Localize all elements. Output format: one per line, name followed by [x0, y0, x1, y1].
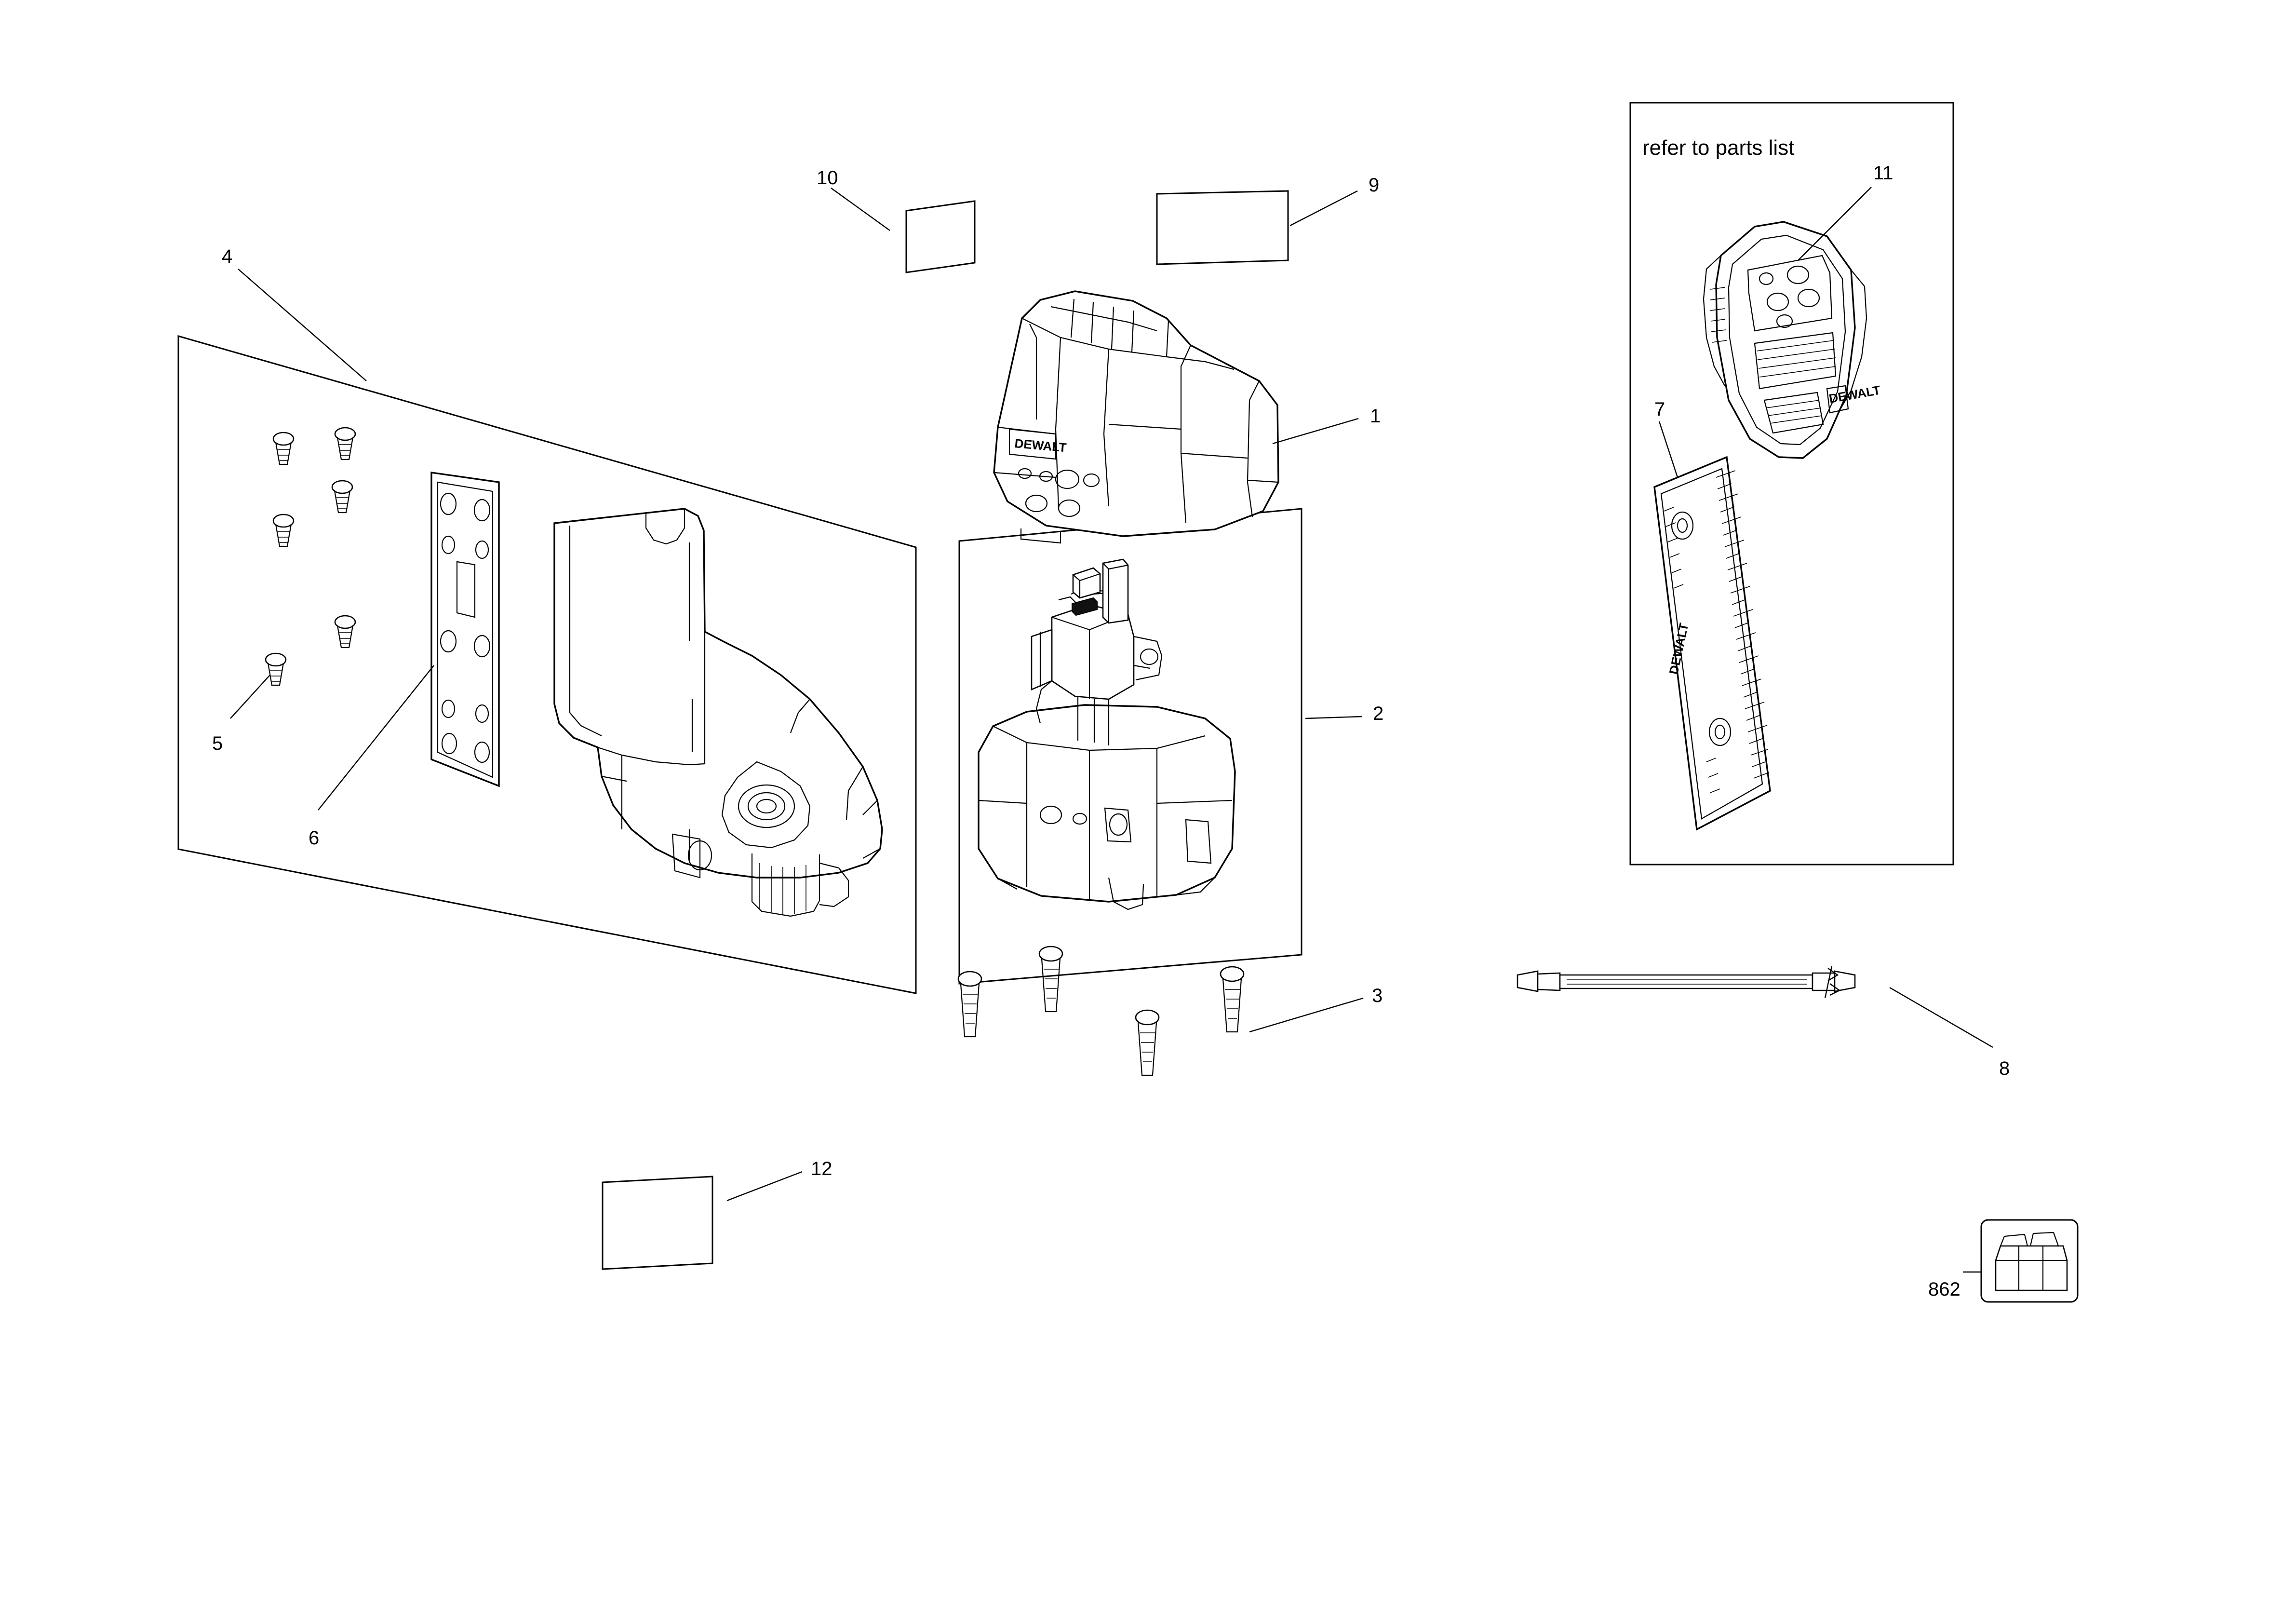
callout-9: 9	[1369, 175, 1380, 196]
label-9-plate	[1156, 190, 1289, 265]
laser-internal-assembly-2	[978, 558, 1236, 910]
wall-bracket-part	[553, 508, 883, 917]
leader-lines	[230, 187, 1993, 1273]
callout-12: 12	[811, 1158, 832, 1179]
remote-control-11: DEWALT	[1703, 221, 1881, 459]
kit-bag-icon-862	[1980, 1219, 2079, 1303]
refer-to-parts-list-note: refer to parts list	[1642, 136, 1795, 160]
callout-3: 3	[1372, 985, 1383, 1006]
screws-group-4	[265, 427, 356, 686]
extension-rod-8	[1517, 966, 1856, 999]
callout-6: 6	[309, 827, 320, 849]
callout-862: 862	[1928, 1279, 1960, 1300]
panel-left-group	[177, 335, 917, 994]
callout-5: 5	[212, 733, 223, 754]
label-10-plate	[905, 200, 976, 273]
callout-8: 8	[1999, 1058, 2010, 1079]
callout-11: 11	[1873, 162, 1893, 184]
callout-10: 10	[817, 167, 838, 189]
label-12-plate	[602, 1176, 713, 1270]
laser-level-unit-1: DEWALT	[993, 290, 1279, 544]
panel-right-group	[1629, 102, 1954, 866]
gasket-plate-6	[430, 472, 500, 787]
callout-2: 2	[1373, 703, 1384, 724]
callout-1: 1	[1370, 406, 1381, 427]
screws-group-3	[957, 946, 1245, 1076]
ruler-target-card-7: DEWALT	[1653, 456, 1771, 831]
callout-4: 4	[222, 246, 233, 267]
callout-7: 7	[1654, 399, 1665, 420]
